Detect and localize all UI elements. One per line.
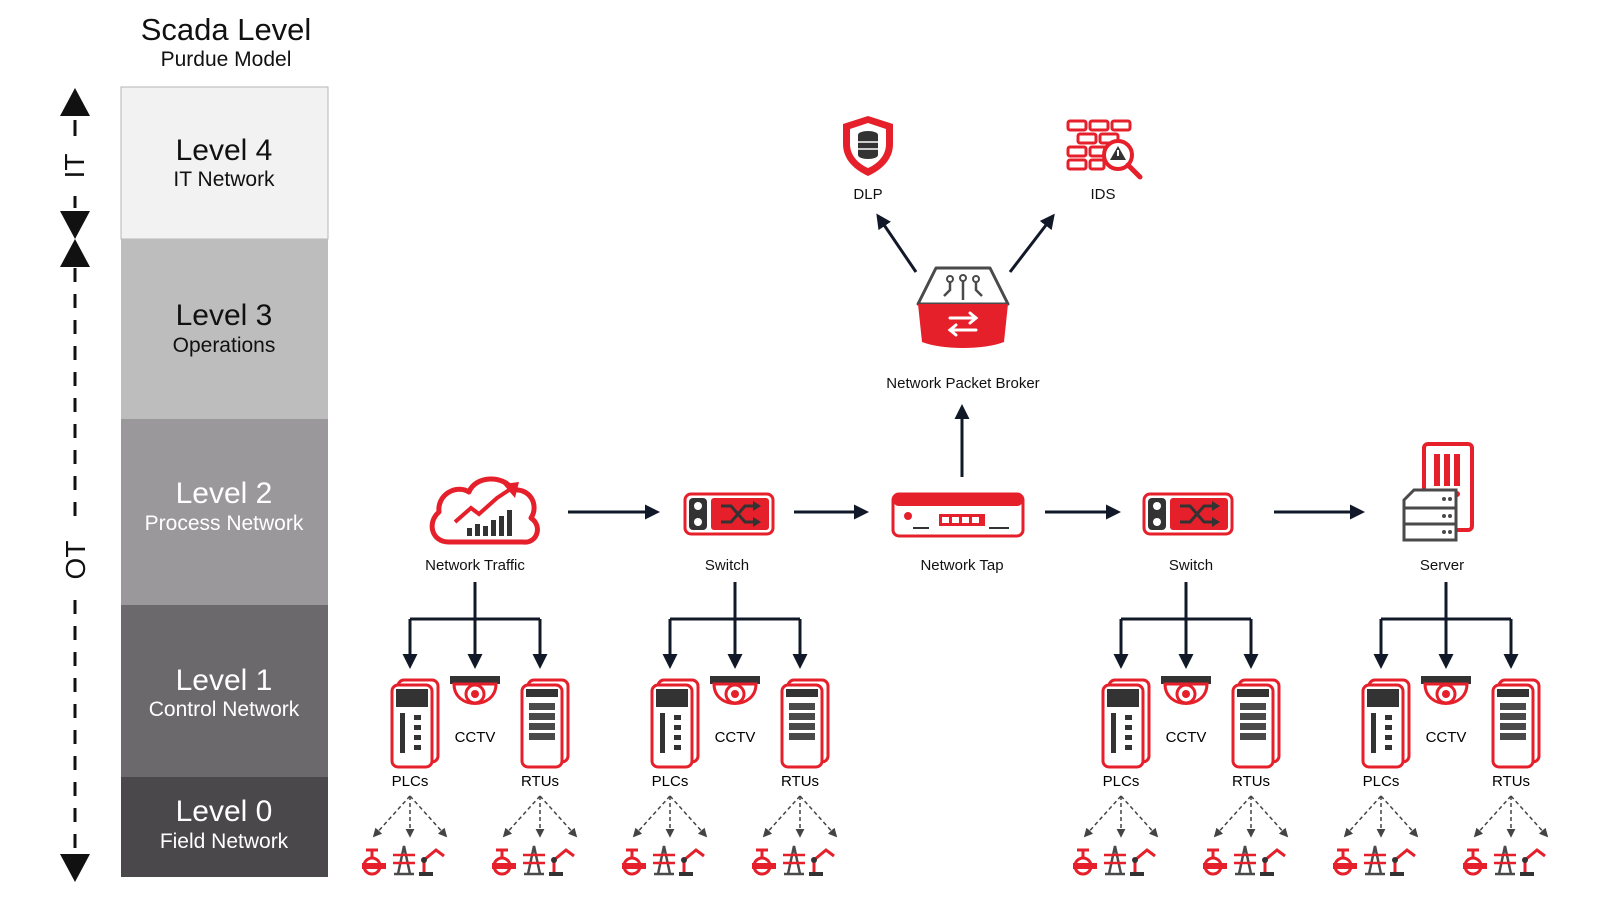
cctv-icon bbox=[1421, 676, 1471, 705]
level-0-block bbox=[121, 777, 328, 877]
plc-label: PLCs bbox=[392, 773, 429, 790]
rtu-icon bbox=[1491, 678, 1541, 769]
arrow-broker-to-dlp bbox=[876, 213, 918, 273]
field-devices-icon bbox=[1203, 845, 1286, 876]
plc-icon bbox=[1361, 678, 1411, 769]
field-devices-icon bbox=[492, 845, 575, 876]
shield-database-icon bbox=[843, 116, 893, 176]
ids-label: IDS bbox=[1090, 186, 1115, 203]
diagram-subtitle: Purdue Model bbox=[161, 48, 292, 71]
it-top-arrowhead bbox=[60, 88, 90, 116]
cctv-icon bbox=[1161, 676, 1211, 705]
broker-label: Network Packet Broker bbox=[886, 375, 1039, 392]
plc-icon bbox=[650, 678, 700, 769]
device-cluster: PLCs CCTV RTUs bbox=[622, 582, 838, 876]
cctv-icon bbox=[450, 676, 500, 705]
rtu-icon bbox=[1231, 678, 1281, 769]
level-4-name: IT Network bbox=[173, 168, 275, 191]
cctv-label: CCTV bbox=[715, 729, 756, 746]
ot-top-arrowhead bbox=[60, 239, 90, 267]
it-bottom-arrowhead bbox=[60, 211, 90, 239]
level-4-title: Level 4 bbox=[176, 134, 273, 167]
server-label: Server bbox=[1420, 557, 1464, 574]
level-4-block bbox=[120, 86, 329, 240]
field-devices-icon bbox=[1333, 845, 1416, 876]
rtu-icon bbox=[780, 678, 830, 769]
level-2-name: Process Network bbox=[145, 512, 304, 535]
field-devices-icon bbox=[1073, 845, 1156, 876]
server-icon bbox=[1402, 442, 1474, 542]
device-cluster: PLCs CCTV RTUs bbox=[1073, 582, 1289, 876]
it-ot-axis bbox=[60, 88, 90, 882]
rtu-icon bbox=[520, 678, 570, 769]
field-devices-icon bbox=[1463, 845, 1546, 876]
level-column: Level 4 IT Network Level 3 Operations Le… bbox=[120, 86, 329, 877]
field-devices-icon bbox=[752, 845, 835, 876]
level-0-name: Field Network bbox=[160, 830, 289, 853]
level-2-title: Level 2 bbox=[176, 477, 273, 510]
level-1-block bbox=[121, 605, 328, 777]
plc-label: PLCs bbox=[652, 773, 689, 790]
cctv-label: CCTV bbox=[1426, 729, 1467, 746]
traffic-label: Network Traffic bbox=[425, 557, 525, 574]
level-1-name: Control Network bbox=[149, 698, 300, 721]
switch-1-label: Switch bbox=[705, 557, 749, 574]
level-0-title: Level 0 bbox=[176, 795, 273, 828]
rtu-label: RTUs bbox=[521, 773, 559, 790]
cloud-chart-icon bbox=[429, 476, 540, 545]
level-2-block bbox=[121, 419, 328, 605]
plc-label: PLCs bbox=[1103, 773, 1140, 790]
level-3-block bbox=[121, 239, 328, 419]
switch-icon bbox=[683, 492, 775, 536]
firewall-search-icon bbox=[1066, 119, 1143, 180]
device-cluster: PLCs CCTV RTUs bbox=[1333, 582, 1549, 876]
ot-zone-label: OT bbox=[60, 541, 91, 580]
switch-2-label: Switch bbox=[1169, 557, 1213, 574]
level-1-title: Level 1 bbox=[176, 664, 273, 697]
it-zone-label: IT bbox=[59, 154, 90, 179]
level-3-title: Level 3 bbox=[176, 299, 273, 332]
plc-icon bbox=[1101, 678, 1151, 769]
field-devices-icon bbox=[622, 845, 705, 876]
rtu-label: RTUs bbox=[1492, 773, 1530, 790]
ot-bottom-arrowhead bbox=[60, 854, 90, 882]
flow-arrows bbox=[568, 213, 1365, 520]
cctv-label: CCTV bbox=[455, 729, 496, 746]
diagram-title: Scada Level bbox=[141, 12, 312, 47]
rtu-label: RTUs bbox=[1232, 773, 1270, 790]
packet-broker-icon bbox=[916, 266, 1010, 348]
dlp-label: DLP bbox=[853, 186, 882, 203]
tap-label: Network Tap bbox=[920, 557, 1003, 574]
arrow-broker-to-ids bbox=[1008, 213, 1055, 273]
level-3-name: Operations bbox=[173, 334, 276, 357]
cctv-label: CCTV bbox=[1166, 729, 1207, 746]
plc-icon bbox=[390, 678, 440, 769]
plc-label: PLCs bbox=[1363, 773, 1400, 790]
cctv-icon bbox=[710, 676, 760, 705]
rtu-label: RTUs bbox=[781, 773, 819, 790]
field-devices-icon bbox=[362, 845, 445, 876]
network-tap-icon bbox=[891, 492, 1025, 538]
switch-icon bbox=[1142, 492, 1234, 536]
device-cluster: PLCs CCTV RTUs bbox=[362, 582, 578, 876]
